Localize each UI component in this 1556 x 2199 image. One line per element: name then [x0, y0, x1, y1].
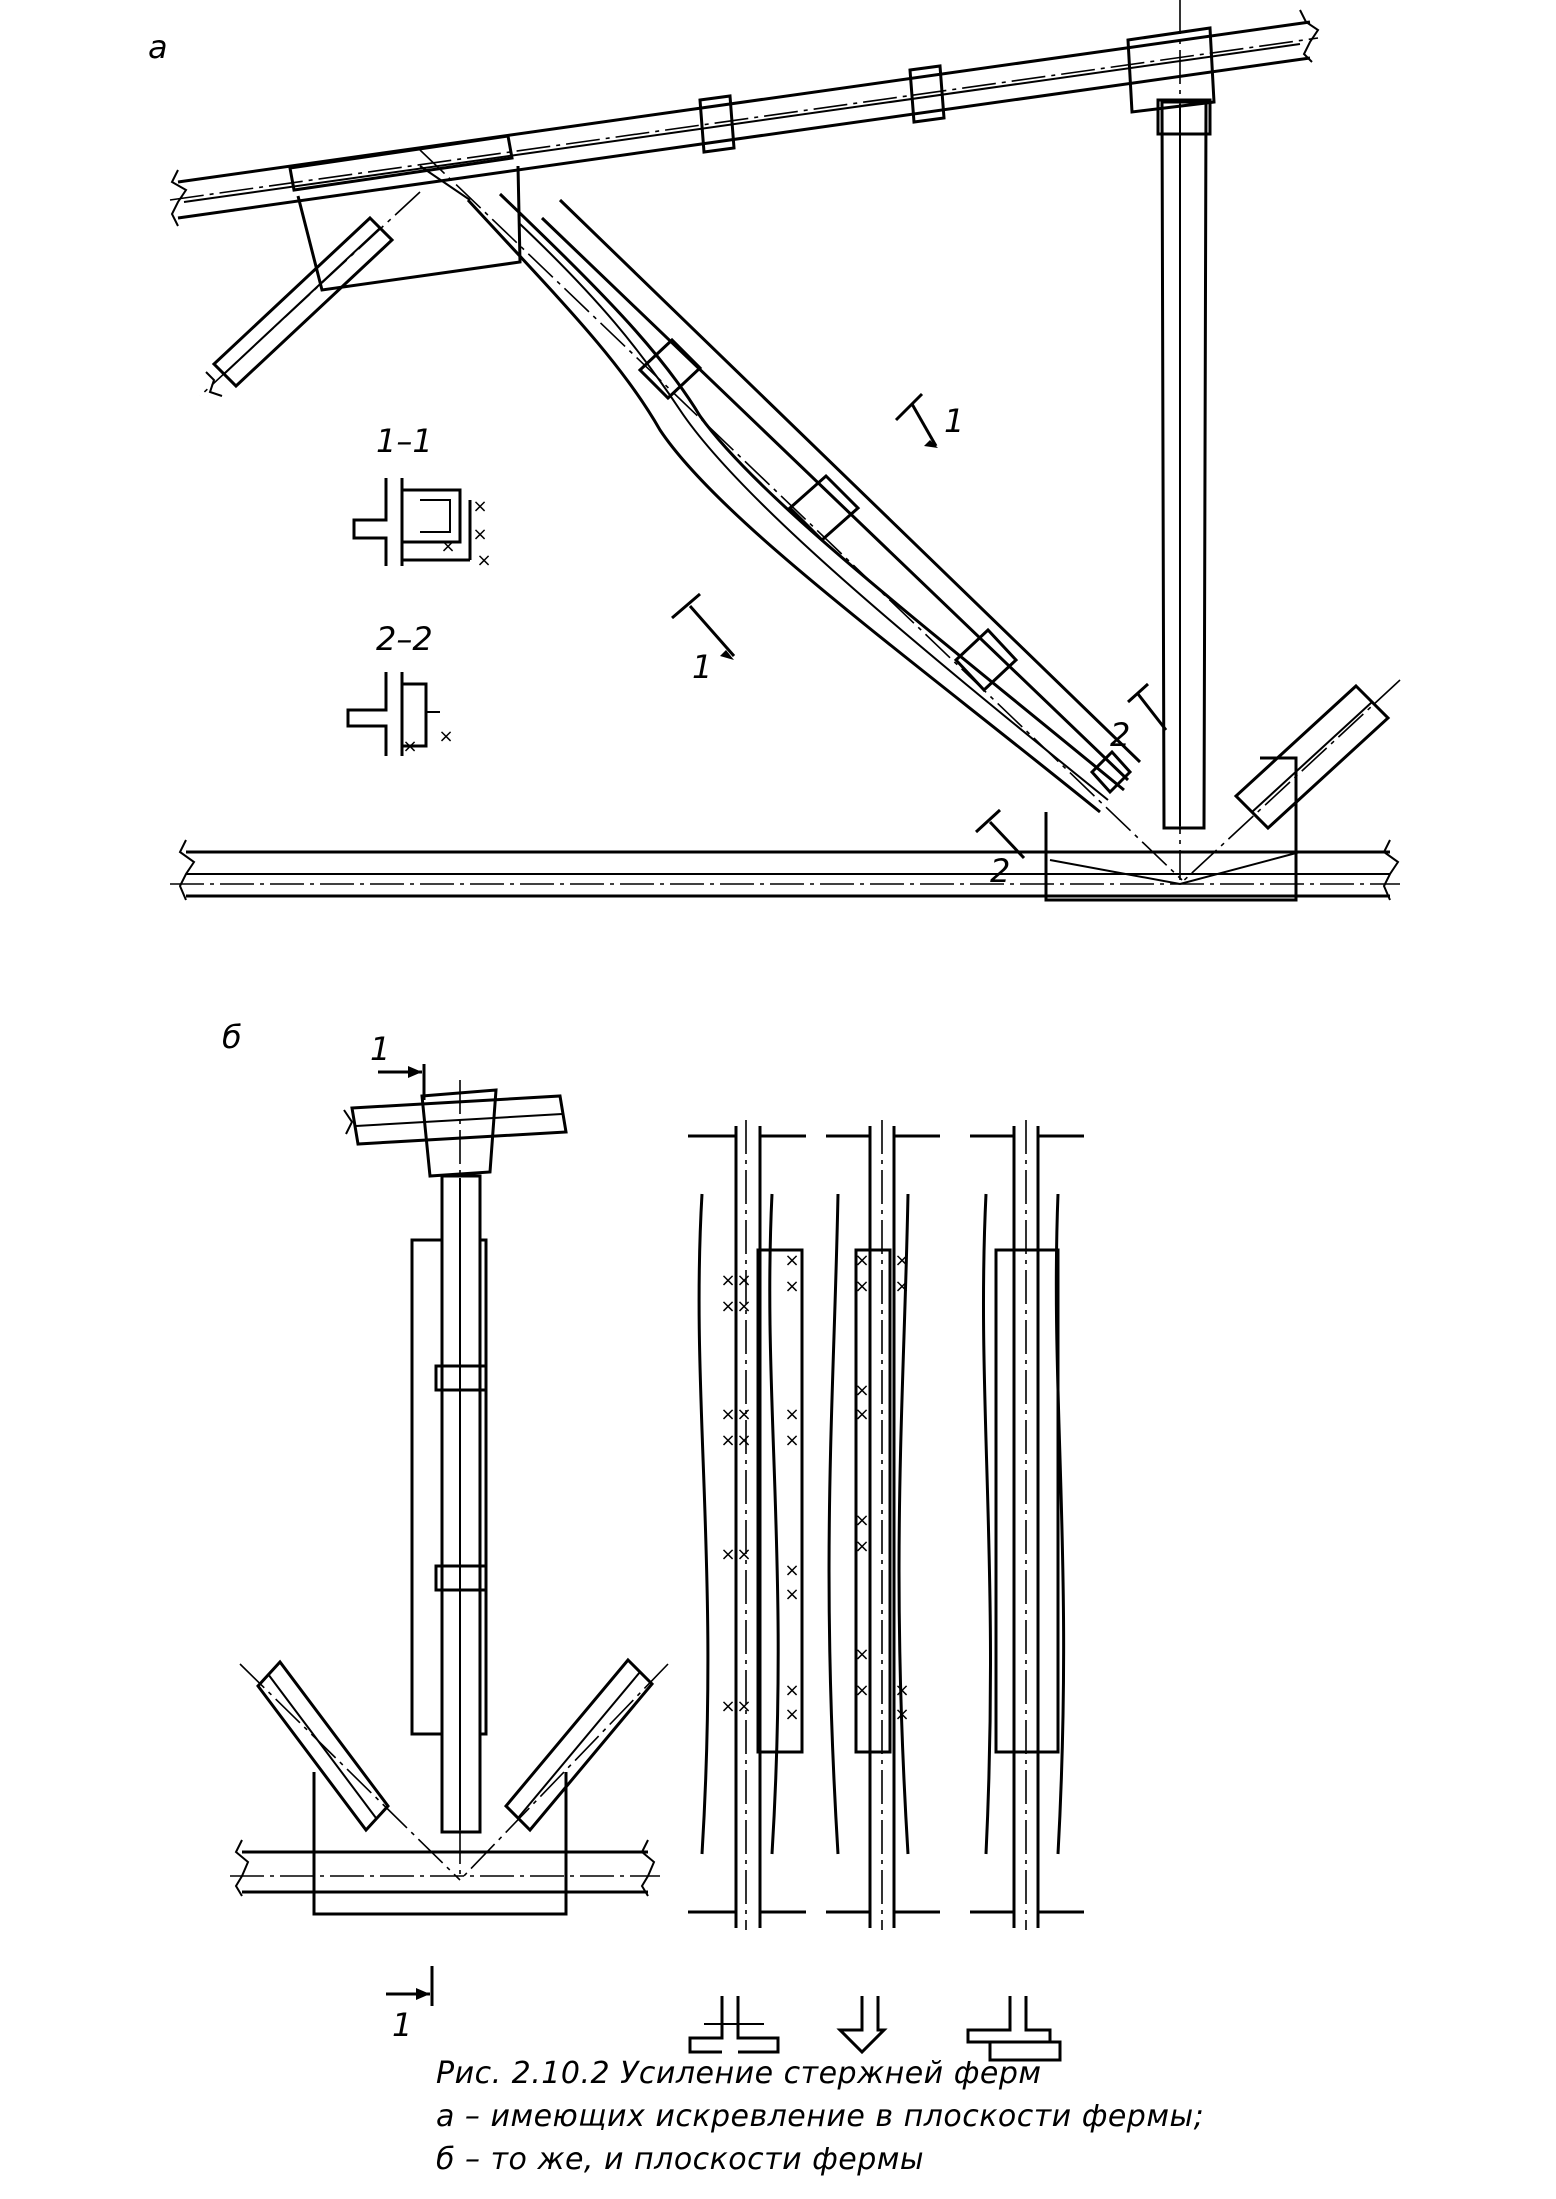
weld-mark: ×	[894, 1680, 909, 1701]
weld-mark: ×	[736, 1296, 751, 1317]
weld-mark: ×	[784, 1584, 799, 1605]
section-label-2-2: 2–2	[376, 620, 433, 658]
weld-mark: ×	[720, 1296, 735, 1317]
cut-label-1-upper: 1	[944, 402, 964, 440]
scheme-2	[826, 1120, 940, 1930]
weld-mark: ×	[720, 1696, 735, 1717]
scheme-2-section	[836, 1996, 888, 2055]
weld-mark: ×	[854, 1680, 869, 1701]
weld-mark: ×	[736, 1696, 751, 1717]
view-b-letter: б	[222, 1018, 242, 1056]
view-a: а	[148, 0, 1401, 902]
weld-mark: ×	[784, 1404, 799, 1425]
section-label-1-1: 1–1	[376, 422, 433, 460]
scheme-1-section	[688, 1996, 780, 2054]
weld-mark: ×	[402, 736, 417, 757]
weld-mark: ×	[472, 524, 487, 545]
weld-mark: ×	[472, 496, 487, 517]
weld-mark: ×	[784, 1704, 799, 1725]
weld-mark: ×	[854, 1644, 869, 1665]
weld-mark: ×	[854, 1380, 869, 1401]
section-cut-1-top: 1	[370, 1030, 426, 1100]
cut-label-2-upper: 2	[1110, 716, 1130, 754]
cut-label-1-lower: 1	[692, 648, 712, 686]
view-a-letter: а	[148, 28, 168, 66]
weld-mark: ×	[854, 1536, 869, 1557]
weld-mark: ×	[784, 1430, 799, 1451]
weld-mark: ×	[736, 1270, 751, 1291]
weld-mark: ×	[720, 1544, 735, 1565]
cut-label-1-bottom: 1	[392, 2006, 412, 2044]
weld-mark: ×	[784, 1276, 799, 1297]
weld-mark: ×	[736, 1430, 751, 1451]
weld-mark: ×	[784, 1250, 799, 1271]
weld-mark: ×	[854, 1250, 869, 1271]
weld-mark: ×	[854, 1276, 869, 1297]
weld-mark: ×	[894, 1704, 909, 1725]
weld-mark: ×	[784, 1680, 799, 1701]
caption-line-b: б – то же, и плоскости фермы	[436, 2142, 925, 2177]
caption-line-a: а – имеющих искревление в плоскости ферм…	[436, 2099, 1205, 2134]
cut-label-1-top: 1	[370, 1030, 390, 1068]
section-1-1-detail: 1–1	[352, 422, 472, 566]
cut-label-2-lower: 2	[990, 852, 1010, 890]
section-cut-1-upper: 1	[894, 392, 964, 448]
weld-mark: ×	[854, 1510, 869, 1531]
bottom-chord	[170, 839, 1400, 901]
scheme-3	[970, 1120, 1084, 1930]
weld-mark: ×	[736, 1404, 751, 1425]
left-diagonal-stub	[199, 191, 421, 397]
top-chord-stub	[343, 1088, 568, 1178]
scheme-1	[688, 1120, 806, 1930]
weld-mark: ×	[784, 1560, 799, 1581]
view-b: б 1	[222, 1018, 1084, 2062]
vertical-post	[1156, 0, 1212, 880]
weld-mark: ×	[720, 1270, 735, 1291]
section-cut-2-lower: 2	[974, 808, 1026, 890]
curved-diagonal	[419, 149, 1183, 881]
bottom-node-b	[230, 1772, 660, 1916]
weld-mark: ×	[894, 1250, 909, 1271]
section-cut-1-bottom: 1	[386, 1966, 434, 2044]
right-diagonal-b	[459, 1657, 669, 1881]
weld-mark: ×	[736, 1544, 751, 1565]
weld-mark: ×	[720, 1404, 735, 1425]
weld-mark: ×	[854, 1404, 869, 1425]
weld-mark: ×	[720, 1430, 735, 1451]
section-2-2-detail: 2–2	[346, 620, 440, 756]
vertical-member-b	[410, 1080, 488, 1880]
weld-mark: ×	[476, 550, 491, 571]
caption-title: Рис. 2.10.2 Усиление стержней ферм	[436, 2056, 1042, 2091]
top-chord	[169, 9, 1320, 227]
weld-mark: ×	[894, 1276, 909, 1297]
section-cut-1-lower: 1	[671, 592, 736, 686]
weld-mark: ×	[438, 726, 453, 747]
left-diagonal-b	[239, 1659, 461, 1881]
section-cut-2-upper: 2	[1110, 682, 1168, 754]
scheme-3-section	[966, 1996, 1062, 2062]
weld-mark: ×	[440, 536, 455, 557]
